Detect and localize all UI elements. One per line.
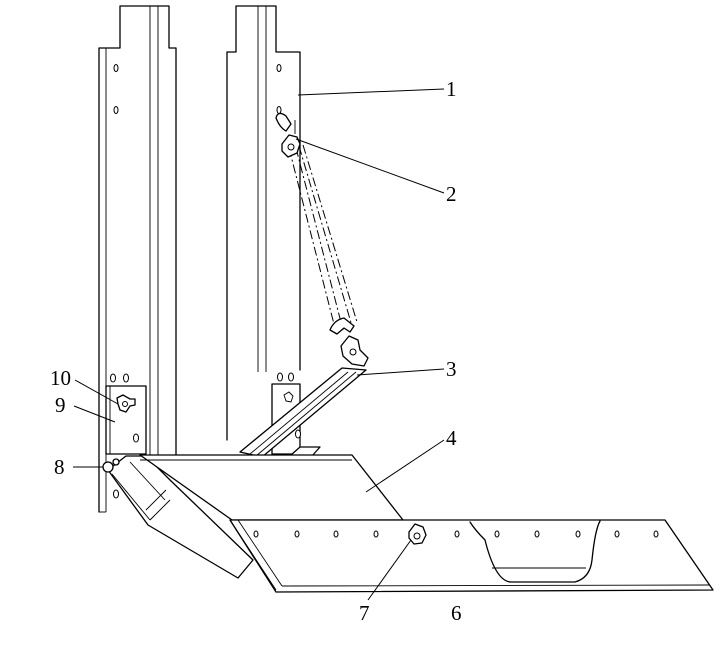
label-6: 6 [451, 601, 462, 625]
bracket-clamp [116, 394, 136, 413]
upper-clamp [275, 112, 301, 158]
label-4: 4 [446, 426, 457, 450]
label-8: 8 [54, 455, 65, 479]
bracket-plate [105, 373, 147, 455]
label-10: 10 [50, 366, 71, 390]
lower-clamp [329, 317, 369, 367]
right-column [226, 5, 301, 455]
hinge-pin [102, 458, 120, 473]
plate-clamp [408, 523, 427, 545]
base-plate [229, 519, 714, 593]
inclined-beam [239, 367, 367, 458]
angled-arm [107, 455, 254, 579]
leader-lines [73, 88, 445, 601]
plate-holes [253, 530, 659, 538]
label-2: 2 [446, 182, 457, 206]
label-7: 7 [359, 601, 370, 625]
label-9: 9 [55, 393, 66, 417]
connection-lines [288, 144, 358, 333]
label-1: 1 [446, 77, 457, 101]
label-3: 3 [446, 357, 457, 381]
part-labels: 1 2 3 4 6 7 8 9 10 [50, 77, 462, 625]
